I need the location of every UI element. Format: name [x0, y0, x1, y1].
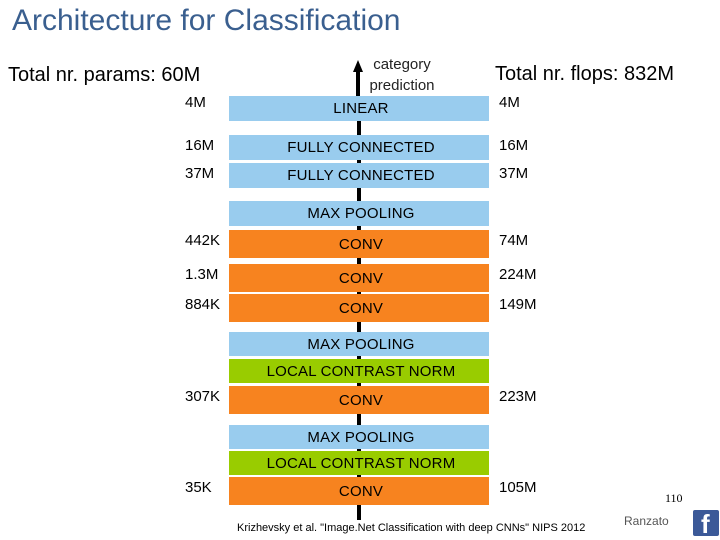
- layer-flops: 16M: [499, 137, 529, 154]
- layer-label: LOCAL CONTRAST NORM: [266, 454, 456, 472]
- layer-label: MAX POOLING: [307, 428, 415, 446]
- layer-label: CONV: [338, 299, 384, 317]
- layer-params: 307K: [185, 388, 221, 405]
- layer-label: CONV: [338, 482, 384, 500]
- layer-flops: 37M: [499, 165, 529, 182]
- layer-conv: CONV: [229, 386, 489, 414]
- layer-conv: CONV: [229, 477, 489, 505]
- layer-conv: CONV: [229, 230, 489, 258]
- flops-header: Total nr. flops: 832M: [495, 63, 674, 85]
- layer-norm: LOCAL CONTRAST NORM: [229, 359, 489, 383]
- author: Ranzato: [624, 514, 669, 528]
- layer-params: 1.3M: [185, 266, 219, 283]
- layer-params: 37M: [185, 165, 215, 182]
- layer-params: 35K: [185, 479, 212, 496]
- layer-flops: 223M: [499, 388, 537, 405]
- layer-label: MAX POOLING: [307, 205, 415, 222]
- layer-label: CONV: [338, 269, 384, 287]
- layer-params: 442K: [185, 232, 221, 249]
- facebook-icon[interactable]: f: [693, 509, 719, 539]
- slide-title: Architecture for Classification: [12, 4, 401, 37]
- layer-label: FULLY CONNECTED: [287, 139, 435, 156]
- citation: Krizhevsky et al. "Image.Net Classificat…: [237, 522, 586, 534]
- params-header: Total nr. params: 60M: [8, 64, 201, 86]
- layer-flops: 4M: [499, 94, 520, 111]
- layer-fc: LINEAR: [229, 96, 489, 121]
- page-number: 110: [665, 491, 683, 505]
- layer-fc: FULLY CONNECTED: [229, 135, 489, 160]
- layer-norm: LOCAL CONTRAST NORM: [229, 451, 489, 475]
- layer-pool: MAX POOLING: [229, 425, 489, 449]
- layer-label: CONV: [338, 391, 384, 409]
- layer-fc: FULLY CONNECTED: [229, 163, 489, 188]
- layer-params: 16M: [185, 137, 215, 154]
- layer-label: LOCAL CONTRAST NORM: [266, 362, 456, 380]
- layer-label: FULLY CONNECTED: [287, 167, 435, 184]
- layer-params: 4M: [185, 94, 206, 111]
- layer-label: CONV: [338, 235, 384, 253]
- layer-label: LINEAR: [333, 100, 389, 117]
- layer-conv: CONV: [229, 294, 489, 322]
- layer-conv: CONV: [229, 264, 489, 292]
- layer-flops: 105M: [499, 479, 537, 496]
- layer-flops: 149M: [499, 296, 537, 313]
- output-label: category prediction: [369, 56, 435, 94]
- layer-params: 884K: [185, 296, 221, 313]
- layer-flops: 224M: [499, 266, 537, 283]
- layer-pool: MAX POOLING: [229, 201, 489, 226]
- layer-pool: MAX POOLING: [229, 332, 489, 356]
- arrow-up-icon: [353, 60, 363, 120]
- layer-flops: 74M: [499, 232, 529, 249]
- layer-label: MAX POOLING: [307, 335, 415, 353]
